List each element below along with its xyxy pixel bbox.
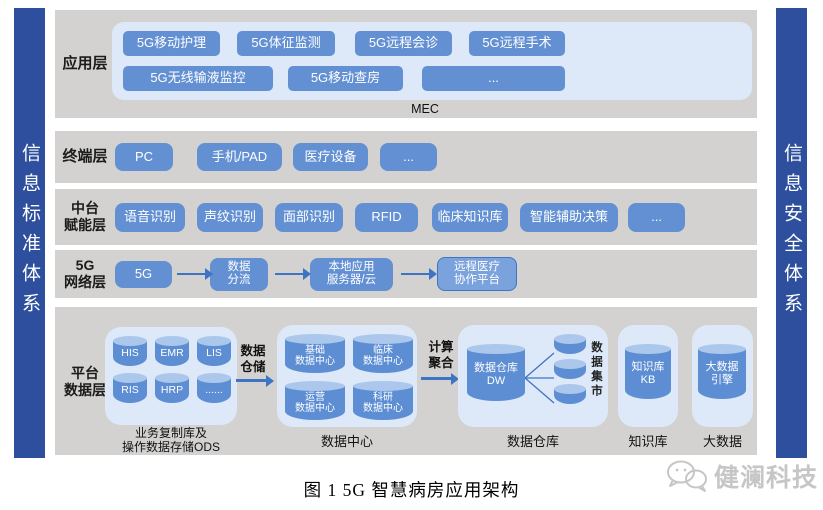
chat-bubbles-icon xyxy=(667,460,707,492)
database-cylinder-emr: EMR xyxy=(155,336,189,366)
mid-speech-recognition: 语音识别 xyxy=(115,202,185,232)
flow-data-warehousing-label: 数据 仓储 xyxy=(240,344,266,374)
application-layer-row: 应用层 5G移动护理 5G体征监测 5G远程会诊 5G远程手术 5G无线输液监控… xyxy=(55,10,757,118)
terminal-pc: PC xyxy=(115,143,173,171)
right-arrow-icon xyxy=(177,269,213,279)
cylinder-basic-data-center: 基础 数据中心 xyxy=(285,334,345,373)
data-warehouse-panel: 数据仓库 DW 数据集市 xyxy=(458,325,608,427)
right-arrow-icon xyxy=(401,269,437,279)
ods-caption: 业务复制库及 操作数据存储ODS xyxy=(121,426,220,455)
app-5g-mobile-rounds: 5G移动查房 xyxy=(288,66,403,91)
mid-rfid: RFID xyxy=(355,202,418,232)
midplatform-layer-label: 中台 赋能层 xyxy=(64,200,106,233)
data-warehouse-caption: 数据仓库 xyxy=(506,434,559,449)
data-mart-label: 数据集市 xyxy=(590,341,602,399)
flow-compute-aggregation-label: 计算 聚合 xyxy=(428,340,454,370)
mid-clinical-kb: 临床知识库 xyxy=(432,202,508,232)
app-5g-remote-surgery: 5G远程手术 xyxy=(469,31,565,56)
net-telemedicine-platform-node: 远程医疗 协作平台 xyxy=(437,257,517,291)
database-cylinder-ris: RIS xyxy=(113,373,147,403)
data-layer-label: 平台 数据层 xyxy=(64,365,106,398)
database-cylinder-his: HIS xyxy=(113,336,147,366)
data-mart-cylinder xyxy=(554,359,586,379)
cylinder-data-warehouse-dw: 数据仓库 DW xyxy=(467,344,525,401)
mid-voiceprint-recognition: 声纹识别 xyxy=(197,202,263,232)
midplatform-layer-row: 中台 赋能层 语音识别 声纹识别 面部识别 RFID 临床知识库 智能辅助决策 … xyxy=(55,189,757,245)
application-layer-label: 应用层 xyxy=(62,55,108,72)
app-more-ellipsis: ... xyxy=(422,66,565,91)
cylinder-knowledge-base-kb: 知识库 KB xyxy=(625,344,671,399)
info-standard-system-label: 信息标准体系 xyxy=(19,143,40,323)
info-standard-system-bar: 信息标准体系 xyxy=(14,8,45,458)
data-mart-cylinder xyxy=(554,334,586,354)
database-cylinder-more: ...... xyxy=(197,373,231,403)
data-mart-cylinder xyxy=(554,384,586,404)
fan-out-lines xyxy=(525,352,555,404)
cylinder-operation-data-center: 运营 数据中心 xyxy=(285,381,345,420)
application-panel: 5G移动护理 5G体征监测 5G远程会诊 5G远程手术 5G无线输液监控 5G移… xyxy=(112,22,752,100)
net-data-offload-node: 数据 分流 xyxy=(210,257,268,291)
mec-label: MEC xyxy=(411,102,439,116)
info-security-system-bar: 信息安全体系 xyxy=(776,8,807,458)
terminal-more-ellipsis: ... xyxy=(380,143,437,171)
terminal-medical-device: 医疗设备 xyxy=(293,143,368,171)
mid-ai-decision-support: 智能辅助决策 xyxy=(520,202,618,232)
data-center-panel: 基础 数据中心 临床 数据中心 运营 数据中心 科研 数据中心 xyxy=(277,325,417,427)
database-cylinder-lis: LIS xyxy=(197,336,231,366)
app-5g-mobile-nursing: 5G移动护理 xyxy=(123,31,220,56)
net-5g-node: 5G xyxy=(115,260,172,288)
network-layer-label: 5G 网络层 xyxy=(64,257,106,290)
right-arrow-icon xyxy=(275,269,311,279)
database-cylinder-hrp: HRP xyxy=(155,373,189,403)
cylinder-clinical-data-center: 临床 数据中心 xyxy=(353,334,413,373)
mid-more-ellipsis: ... xyxy=(628,202,685,232)
terminal-phone-pad: 手机/PAD xyxy=(197,143,282,171)
info-security-system-label: 信息安全体系 xyxy=(781,143,802,323)
mid-face-recognition: 面部识别 xyxy=(275,202,343,232)
watermark-text: 健澜科技 xyxy=(714,464,819,492)
big-data-caption: 大数据 xyxy=(702,434,742,449)
network-layer-row: 5G 网络层 5G 数据 分流 本地应用 服务器/云 远程医疗 协作平台 xyxy=(55,250,757,298)
right-arrow-icon xyxy=(421,373,459,384)
terminal-layer-label: 终端层 xyxy=(62,148,108,165)
app-5g-infusion-monitor: 5G无线输液监控 xyxy=(123,66,273,91)
cylinder-big-data-engine: 大数据 引擎 xyxy=(698,344,746,399)
terminal-layer-row: 终端层 PC 手机/PAD 医疗设备 ... xyxy=(55,131,757,183)
cylinder-research-data-center: 科研 数据中心 xyxy=(353,381,413,420)
figure-caption: 图 1 5G 智慧病房应用架构 xyxy=(303,480,520,500)
net-local-app-server-node: 本地应用 服务器/云 xyxy=(310,257,393,291)
data-layer-row: 平台 数据层 HIS EMR LIS RIS HRP ...... 业务复制库及… xyxy=(55,307,757,455)
app-5g-vital-monitoring: 5G体征监测 xyxy=(237,31,335,56)
data-center-caption: 数据中心 xyxy=(320,434,373,449)
big-data-panel: 大数据 引擎 xyxy=(692,325,753,427)
knowledge-base-panel: 知识库 KB xyxy=(618,325,678,427)
knowledge-base-caption: 知识库 xyxy=(628,434,668,449)
watermark: 健澜科技 xyxy=(664,458,818,494)
app-5g-remote-consult: 5G远程会诊 xyxy=(355,31,452,56)
ods-panel: HIS EMR LIS RIS HRP ...... xyxy=(105,327,237,425)
right-arrow-icon xyxy=(236,375,274,386)
